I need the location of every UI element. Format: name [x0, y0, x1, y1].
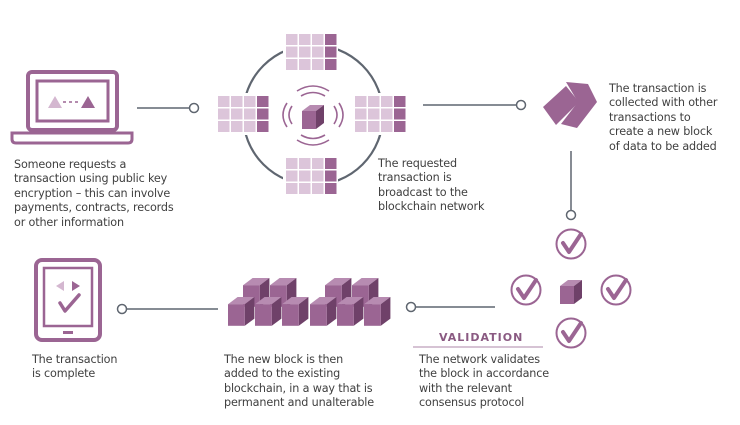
grid-cell — [312, 170, 324, 182]
transaction-grid — [352, 93, 407, 135]
grid-cell — [368, 108, 380, 120]
connector-request-to-broadcast — [137, 102, 200, 114]
chain-block — [364, 297, 391, 326]
grid-cell — [312, 183, 324, 194]
grid-cell — [244, 121, 256, 132]
check-icon-left — [509, 273, 543, 307]
grid-cell — [218, 108, 230, 120]
connector-validate-to-add — [405, 301, 495, 313]
grid-cell — [312, 59, 324, 70]
grid-cell — [299, 34, 311, 45]
connector-broadcast-to-collect — [423, 99, 527, 111]
grid-cell — [368, 121, 380, 132]
grid-cell — [286, 158, 298, 169]
grid-cell — [355, 96, 367, 107]
grid-cell — [381, 96, 393, 107]
grid-cell — [299, 183, 311, 194]
blockchain-cubes-icon — [228, 278, 391, 326]
validation-checks-icon — [509, 227, 633, 350]
grid-cell — [257, 121, 269, 132]
grid-cell — [257, 96, 269, 107]
grid-cell — [325, 170, 337, 182]
grid-cell — [394, 96, 406, 107]
grid-cell — [244, 96, 256, 107]
grid-cell — [286, 34, 298, 45]
step-validate-text: The network validates the block in accor… — [419, 353, 549, 410]
transaction-grid — [215, 93, 270, 135]
grid-cell — [299, 59, 311, 70]
grid-cell — [394, 121, 406, 132]
grid-cell — [299, 170, 311, 182]
transaction-grid — [283, 155, 338, 197]
step-broadcast-text: The requested transaction is broadcast t… — [378, 157, 485, 214]
grid-cell — [218, 96, 230, 107]
grid-cell — [325, 183, 337, 194]
laptop-icon — [10, 70, 134, 145]
grid-cell — [355, 121, 367, 132]
grid-cell — [218, 121, 230, 132]
chain-block — [337, 297, 364, 326]
connector-add-to-complete — [116, 303, 218, 315]
grid-cell — [325, 158, 337, 169]
grid-cell — [312, 34, 324, 45]
grid-cell — [257, 108, 269, 120]
grid-cell — [231, 96, 243, 107]
grid-cell — [394, 108, 406, 120]
chain-block — [282, 297, 309, 326]
grid-cell — [325, 46, 337, 58]
tablet-check-icon — [34, 258, 102, 342]
grid-cell — [286, 46, 298, 58]
chain-block — [228, 297, 255, 326]
grid-cell — [312, 158, 324, 169]
step-collect-text: The transaction is collected with other … — [609, 82, 718, 153]
grid-cell — [325, 34, 337, 45]
check-icon-right — [599, 273, 633, 307]
step-add-text: The new block is then added to the exist… — [224, 353, 374, 410]
grid-cell — [381, 108, 393, 120]
grid-cell — [299, 46, 311, 58]
grid-cell — [325, 59, 337, 70]
validation-underline — [413, 346, 543, 348]
grid-cell — [355, 108, 367, 120]
step-request-text: Someone requests a transaction using pub… — [14, 158, 174, 229]
grid-cell — [368, 96, 380, 107]
grid-cell — [299, 158, 311, 169]
transaction-grid — [283, 31, 338, 73]
block-assembly-icon — [543, 82, 597, 128]
grid-cell — [286, 170, 298, 182]
grid-cell — [231, 121, 243, 132]
grid-cell — [286, 183, 298, 194]
grid-cell — [312, 46, 324, 58]
grid-cell — [231, 108, 243, 120]
check-icon-top — [554, 227, 588, 261]
connector-collect-to-validate — [565, 151, 577, 221]
grid-cell — [244, 108, 256, 120]
grid-cell — [381, 121, 393, 132]
grid-cell — [286, 59, 298, 70]
check-icon-bottom — [554, 316, 588, 350]
validation-heading: VALIDATION — [439, 331, 524, 344]
step-complete-text: The transaction is complete — [32, 353, 118, 381]
chain-block — [310, 297, 337, 326]
chain-block — [255, 297, 282, 326]
network-broadcast-icon — [215, 31, 407, 197]
